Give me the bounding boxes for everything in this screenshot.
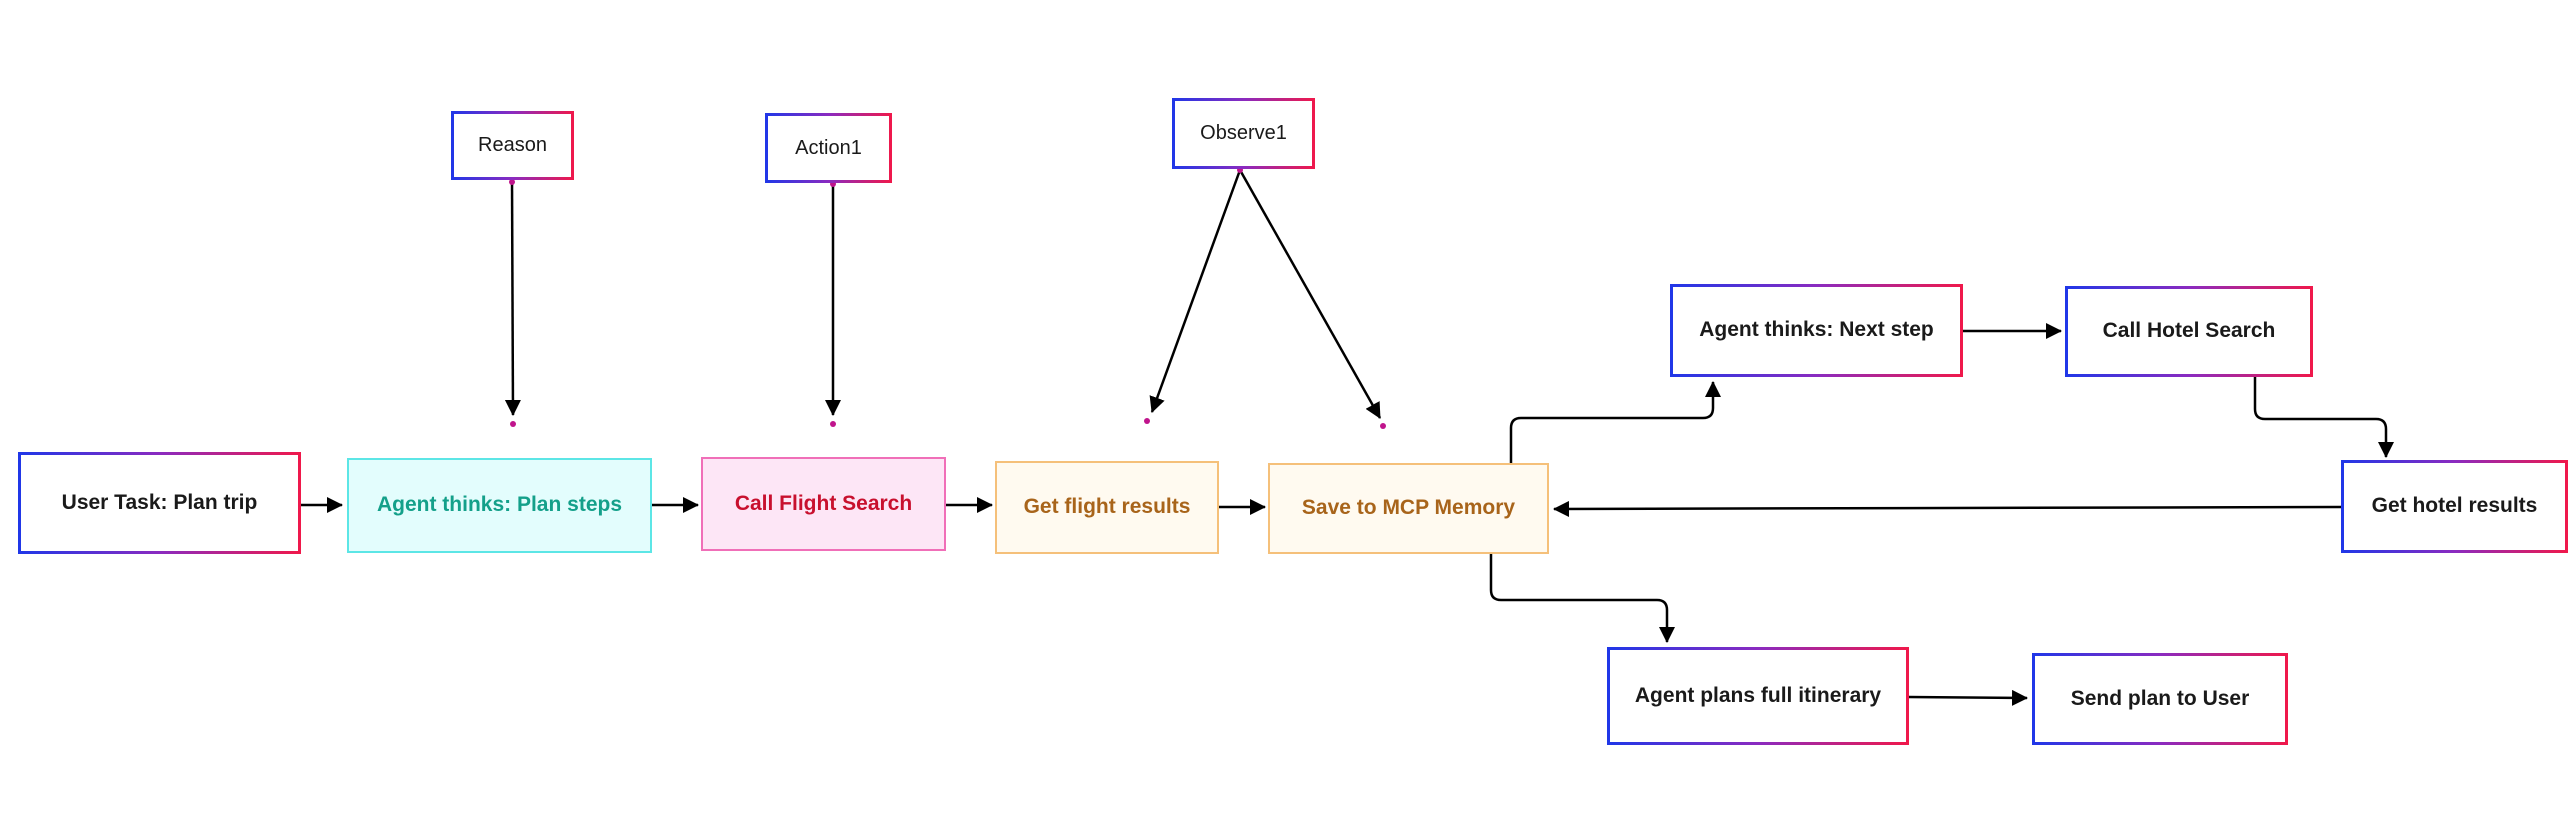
arrow-observe1-to-flight-results (1149, 169, 1242, 413)
connector-dot (510, 421, 516, 427)
call-hotel-search-node[interactable]: Call Hotel Search (2065, 286, 2313, 377)
arrow-hotel-search-to-hotel-results (2253, 376, 2394, 458)
connector-dot (509, 179, 515, 185)
arrow-reason-pointer (504, 179, 521, 416)
send-plan-user-node[interactable]: Send plan to User (2032, 653, 2288, 745)
observe1-label[interactable]: Observe1 (1172, 98, 1315, 169)
arrow-hotel-results-to-memory (1553, 500, 2342, 517)
connector-dot (1380, 423, 1386, 429)
agent-next-step-node[interactable]: Agent thinks: Next step (1670, 284, 1963, 377)
arrow-observe1-to-memory (1238, 169, 1382, 419)
action1-label[interactable]: Action1 (765, 113, 892, 183)
arrow-memory-to-itinerary (1489, 553, 1675, 643)
connector-dot (830, 181, 836, 187)
connector-dot (1237, 167, 1243, 173)
get-flight-results-node[interactable]: Get flight results (995, 461, 1219, 554)
call-flight-search-node[interactable]: Call Flight Search (701, 457, 946, 551)
get-hotel-results-node[interactable]: Get hotel results (2341, 460, 2568, 553)
arrow-itinerary-to-send-plan (1907, 689, 2028, 706)
reason-label[interactable]: Reason (451, 111, 574, 180)
agent-plans-itinerary-node[interactable]: Agent plans full itinerary (1607, 647, 1909, 745)
save-mcp-memory-node[interactable]: Save to MCP Memory (1268, 463, 1549, 554)
user-task-node[interactable]: User Task: Plan trip (18, 452, 301, 554)
agent-plan-steps-node[interactable]: Agent thinks: Plan steps (347, 458, 652, 553)
connector-dot (1144, 418, 1150, 424)
arrow-memory-to-next-step (1509, 381, 1721, 463)
connector-dot (830, 421, 836, 427)
